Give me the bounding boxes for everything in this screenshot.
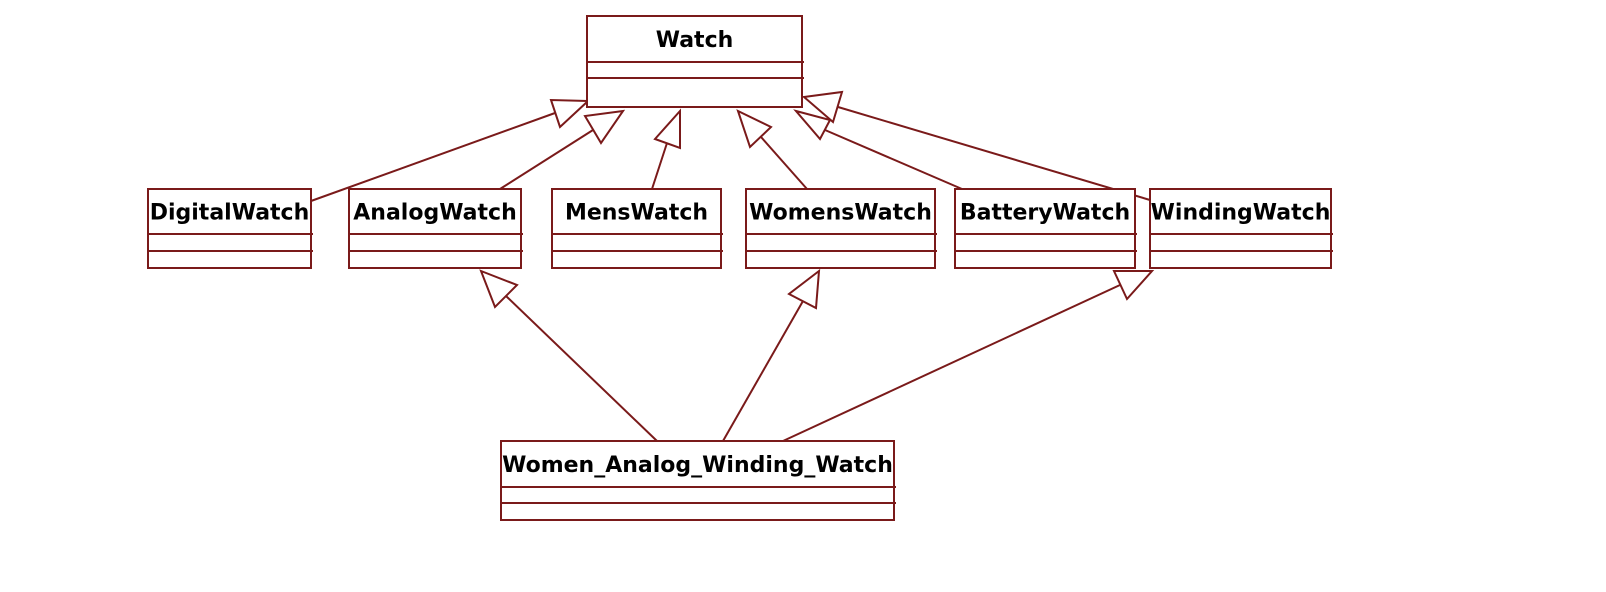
class-name: WomensWatch	[749, 201, 932, 226]
class-womens[interactable]: WomensWatch	[745, 188, 937, 269]
class-name: MensWatch	[565, 201, 708, 226]
class-watch[interactable]: Watch	[586, 15, 804, 108]
generalization-edges	[310, 90, 1155, 442]
class-box	[745, 188, 936, 269]
inheritance-line	[824, 129, 963, 190]
generalization-womens-to-watch	[736, 109, 808, 190]
inheritance-line	[782, 284, 1121, 442]
class-box	[147, 188, 312, 269]
class-box	[954, 188, 1136, 269]
inheritance-line	[722, 300, 804, 442]
generalization-waww-to-womens	[722, 268, 821, 442]
hollow-triangle-arrowhead-icon	[479, 269, 519, 309]
inheritance-line	[760, 136, 808, 190]
generalization-battery-to-watch	[793, 109, 963, 190]
hollow-triangle-arrowhead-icon	[787, 268, 821, 310]
inheritance-line	[505, 295, 658, 442]
class-analog[interactable]: AnalogWatch	[348, 188, 523, 269]
class-name: BatteryWatch	[960, 201, 1130, 226]
generalization-analog-to-watch	[499, 109, 626, 190]
hollow-triangle-arrowhead-icon	[653, 108, 681, 150]
class-waww[interactable]: Women_Analog_Winding_Watch	[500, 440, 896, 521]
inheritance-line	[837, 106, 1151, 201]
generalization-winding-to-watch	[801, 90, 1151, 201]
class-box	[1149, 188, 1332, 269]
generalization-mens-to-watch	[651, 108, 681, 190]
class-name: Women_Analog_Winding_Watch	[502, 453, 893, 478]
class-name: DigitalWatch	[150, 201, 310, 226]
class-box	[551, 188, 722, 269]
inheritance-line	[651, 142, 668, 190]
hollow-triangle-arrowhead-icon	[1112, 270, 1155, 301]
class-name: Watch	[656, 28, 734, 53]
class-digital[interactable]: DigitalWatch	[147, 188, 313, 269]
class-box	[500, 440, 895, 521]
hollow-triangle-arrowhead-icon	[801, 90, 844, 124]
generalization-waww-to-analog	[479, 269, 658, 442]
class-name: WindingWatch	[1151, 201, 1331, 226]
generalization-digital-to-watch	[310, 98, 591, 202]
hollow-triangle-arrowhead-icon	[549, 98, 591, 129]
hollow-triangle-arrowhead-icon	[793, 109, 832, 141]
hollow-triangle-arrowhead-icon	[583, 109, 626, 145]
class-mens[interactable]: MensWatch	[551, 188, 723, 269]
hollow-triangle-arrowhead-icon	[736, 109, 773, 149]
inheritance-line	[499, 129, 594, 190]
class-battery[interactable]: BatteryWatch	[954, 188, 1137, 269]
class-box	[348, 188, 522, 269]
generalization-waww-to-winding	[782, 270, 1155, 442]
inheritance-line	[310, 112, 556, 202]
class-name: AnalogWatch	[353, 201, 517, 226]
class-winding[interactable]: WindingWatch	[1149, 188, 1333, 269]
